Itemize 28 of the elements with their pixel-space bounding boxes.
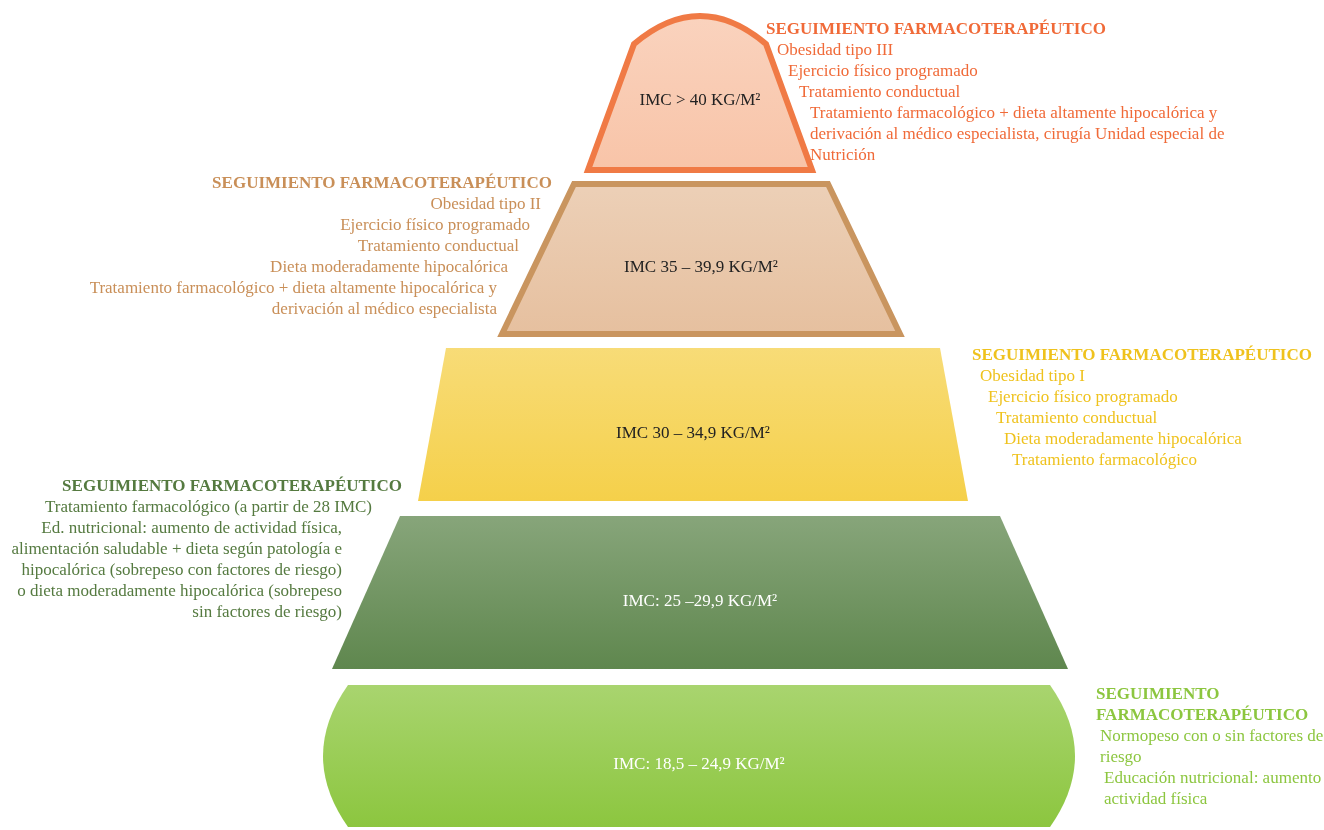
section-heading: SEGUIMIENTO FARMACOTERAPÉUTICO (1096, 683, 1310, 725)
section-heading: SEGUIMIENTO FARMACOTERAPÉUTICO (62, 475, 402, 496)
layer-label: IMC 30 – 34,9 KG/M² (616, 421, 770, 444)
recommendation-text: Ejercicio físico programado (788, 60, 978, 81)
layer-label: IMC 35 – 39,9 KG/M² (624, 256, 778, 279)
recommendation-text: Ejercicio físico programado (988, 386, 1178, 407)
recommendation-text: Dieta moderadamente hipocalórica (270, 256, 508, 277)
recommendation-text: Normopeso con o sin factores de riesgo (1100, 725, 1324, 767)
recommendation-text: Tratamiento farmacológico (1012, 449, 1197, 470)
recommendation-text: Obesidad tipo III (777, 39, 894, 60)
recommendation-text: Tratamiento farmacológico + dieta altamente hipocalórica y derivación al médico especialista (88, 277, 497, 319)
layer-label: IMC: 18,5 – 24,9 KG/M² (613, 753, 785, 776)
recommendation-text: Ed. nutricional: aumento de actividad física, alimentación saludable + dieta según patología e hipocalórica (sobrepeso con factores de riesgo) o dieta moderadamente hipocalórica (sobrepeso sin factores de riesgo) (10, 517, 342, 622)
recommendation-text: Tratamiento conductual (799, 81, 961, 102)
recommendation-text: Obesidad tipo I (980, 365, 1085, 386)
section-heading: SEGUIMIENTO FARMACOTERAPÉUTICO (766, 18, 1106, 39)
section-heading: SEGUIMIENTO FARMACOTERAPÉUTICO (212, 172, 552, 193)
recommendation-text: Tratamiento farmacológico + dieta altamente hipocalórica y derivación al médico especialista, cirugía Unidad especial de Nutrición (810, 102, 1226, 165)
recommendation-text: Obesidad tipo II (430, 193, 541, 214)
section-heading: SEGUIMIENTO FARMACOTERAPÉUTICO (972, 344, 1312, 365)
layer-label: IMC > 40 KG/M² (639, 89, 761, 112)
recommendation-text: Tratamiento conductual (996, 407, 1158, 428)
layer-label: IMC: 25 –29,9 KG/M² (622, 589, 778, 612)
recommendation-text: Dieta moderadamente hipocalórica (1004, 428, 1242, 449)
recommendation-text: Educación nutricional: aumento actividad física (1104, 767, 1323, 809)
recommendation-text: Tratamiento conductual (357, 235, 519, 256)
recommendation-text: Ejercicio físico programado (340, 214, 530, 235)
recommendation-text: Tratamiento farmacológico (a partir de 28 IMC) (45, 496, 372, 517)
